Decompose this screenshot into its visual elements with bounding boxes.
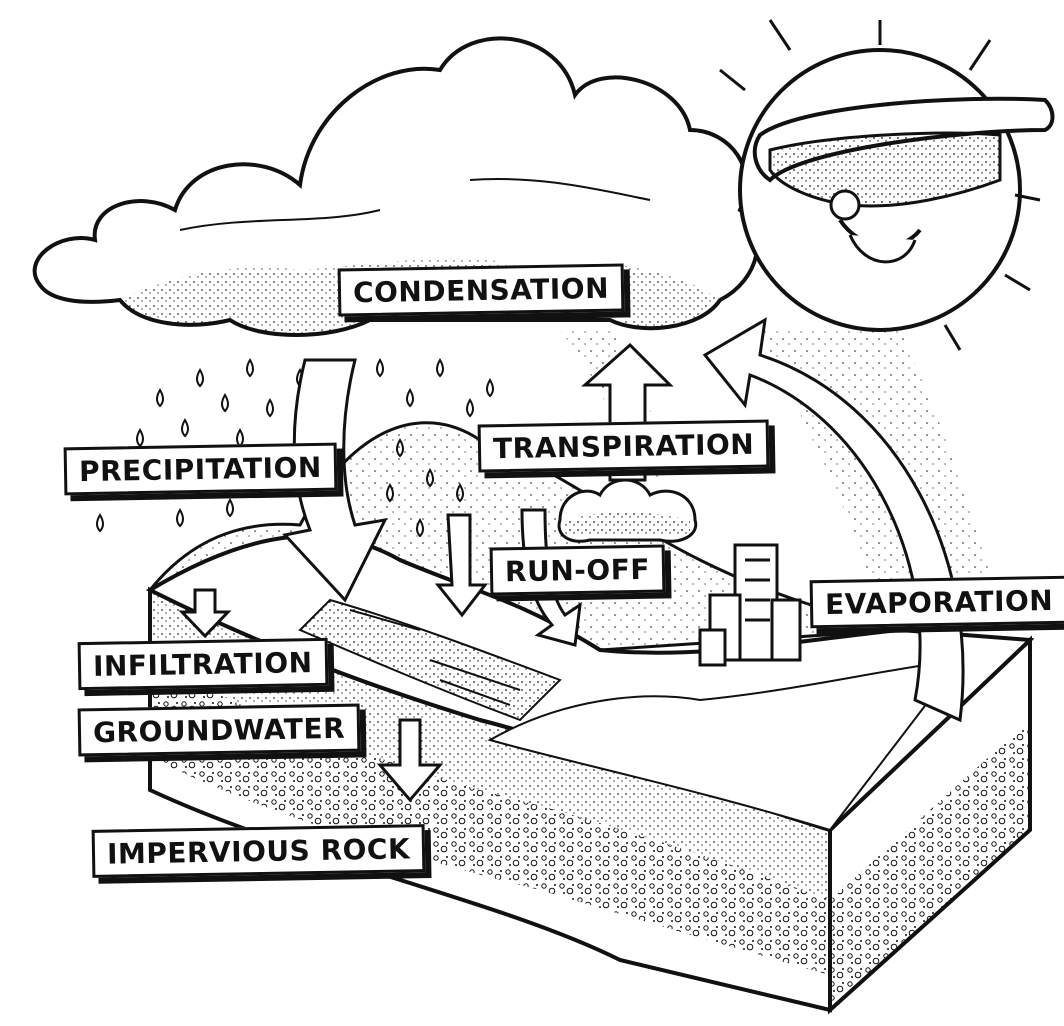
label-precipitation: PRECIPITATION — [64, 443, 338, 496]
sun — [720, 20, 1053, 350]
label-transpiration: TRANSPIRATION — [478, 419, 770, 472]
label-run-off: RUN-OFF — [490, 544, 666, 595]
label-evaporation: EVAPORATION — [810, 576, 1064, 628]
label-impervious-rock: IMPERVIOUS ROCK — [92, 824, 426, 878]
label-groundwater: GROUNDWATER — [78, 704, 361, 757]
label-condensation: CONDENSATION — [338, 264, 625, 317]
label-infiltration: INFILTRATION — [78, 638, 328, 690]
city-buildings — [700, 545, 800, 665]
